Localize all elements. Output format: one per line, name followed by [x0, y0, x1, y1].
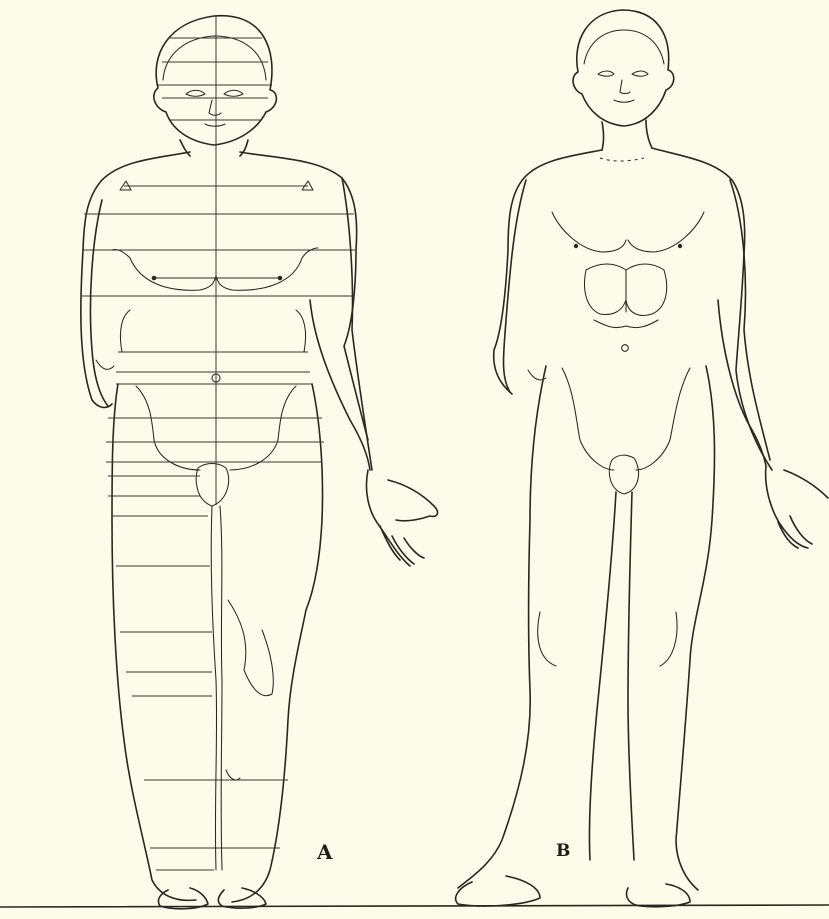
figure-b-arm-right	[730, 180, 770, 460]
figure-a-label: A	[317, 842, 333, 862]
figure-b-chest	[552, 212, 626, 252]
figure-a-inner-leg	[220, 506, 222, 870]
figure-a-belly	[296, 310, 306, 352]
figure-a-inner-leg	[211, 506, 216, 870]
figure-b-eye-right	[632, 71, 648, 76]
figure-a-genital	[196, 464, 228, 507]
figure-a-groin	[230, 386, 296, 470]
figure-a-knee	[228, 600, 273, 696]
figure-a-mouth	[205, 124, 225, 126]
figure-b-foot	[627, 884, 691, 907]
figure-a	[81, 16, 438, 909]
figure-b	[456, 10, 828, 907]
figure-a-arm-left	[96, 360, 114, 369]
figure-b-hip	[676, 366, 714, 890]
figure-b-hip	[458, 366, 546, 888]
figure-b-arm-left	[504, 180, 527, 392]
figure-b-head	[573, 10, 674, 126]
figure-a-chest	[216, 248, 318, 290]
figure-a-pelvis	[112, 384, 196, 900]
figure-a-hand	[366, 470, 437, 566]
figure-a-eye-left	[186, 90, 205, 96]
figure-b-genital	[609, 455, 638, 494]
figure-b-mouth	[614, 100, 634, 102]
figure-a-chest	[112, 249, 216, 290]
figure-b-abs-lower	[594, 320, 658, 328]
figure-b-hand	[766, 466, 828, 548]
figure-a-arm-right	[310, 300, 370, 470]
figure-a-knee	[226, 770, 240, 780]
figure-b-chest	[628, 212, 704, 252]
figure-b-neck	[646, 120, 652, 148]
figure-a-foot	[158, 888, 208, 909]
figure-a-belly	[120, 310, 130, 352]
figure-b-inner-leg	[628, 492, 634, 860]
figure-b-nipple	[678, 244, 682, 248]
figure-b-knee	[660, 612, 677, 666]
figure-b-nipple	[574, 244, 578, 248]
figure-a-hair	[163, 36, 266, 80]
figure-b-navel	[622, 345, 629, 352]
figure-b-arm-right	[718, 300, 766, 466]
figure-a-nose	[209, 100, 221, 115]
figure-b-collarbone	[600, 158, 644, 161]
figure-a-head	[154, 16, 277, 145]
figure-a-eye-right	[224, 90, 243, 96]
figure-b-label: B	[556, 843, 570, 860]
ground-line	[0, 905, 829, 907]
figure-b-inner-leg	[589, 492, 616, 860]
figure-a-arm-left	[90, 200, 108, 406]
figure-b-groin	[636, 368, 690, 470]
figure-b-groin	[562, 368, 614, 470]
figure-b-eye-left	[598, 71, 614, 76]
figure-b-hair	[584, 30, 664, 64]
figure-a-nipple	[278, 276, 283, 281]
figure-a-nipple	[152, 276, 157, 281]
figure-b-neck	[602, 122, 604, 150]
figure-b-knee	[538, 612, 556, 666]
figure-b-nose	[620, 80, 630, 94]
figure-a-groin	[136, 386, 200, 470]
